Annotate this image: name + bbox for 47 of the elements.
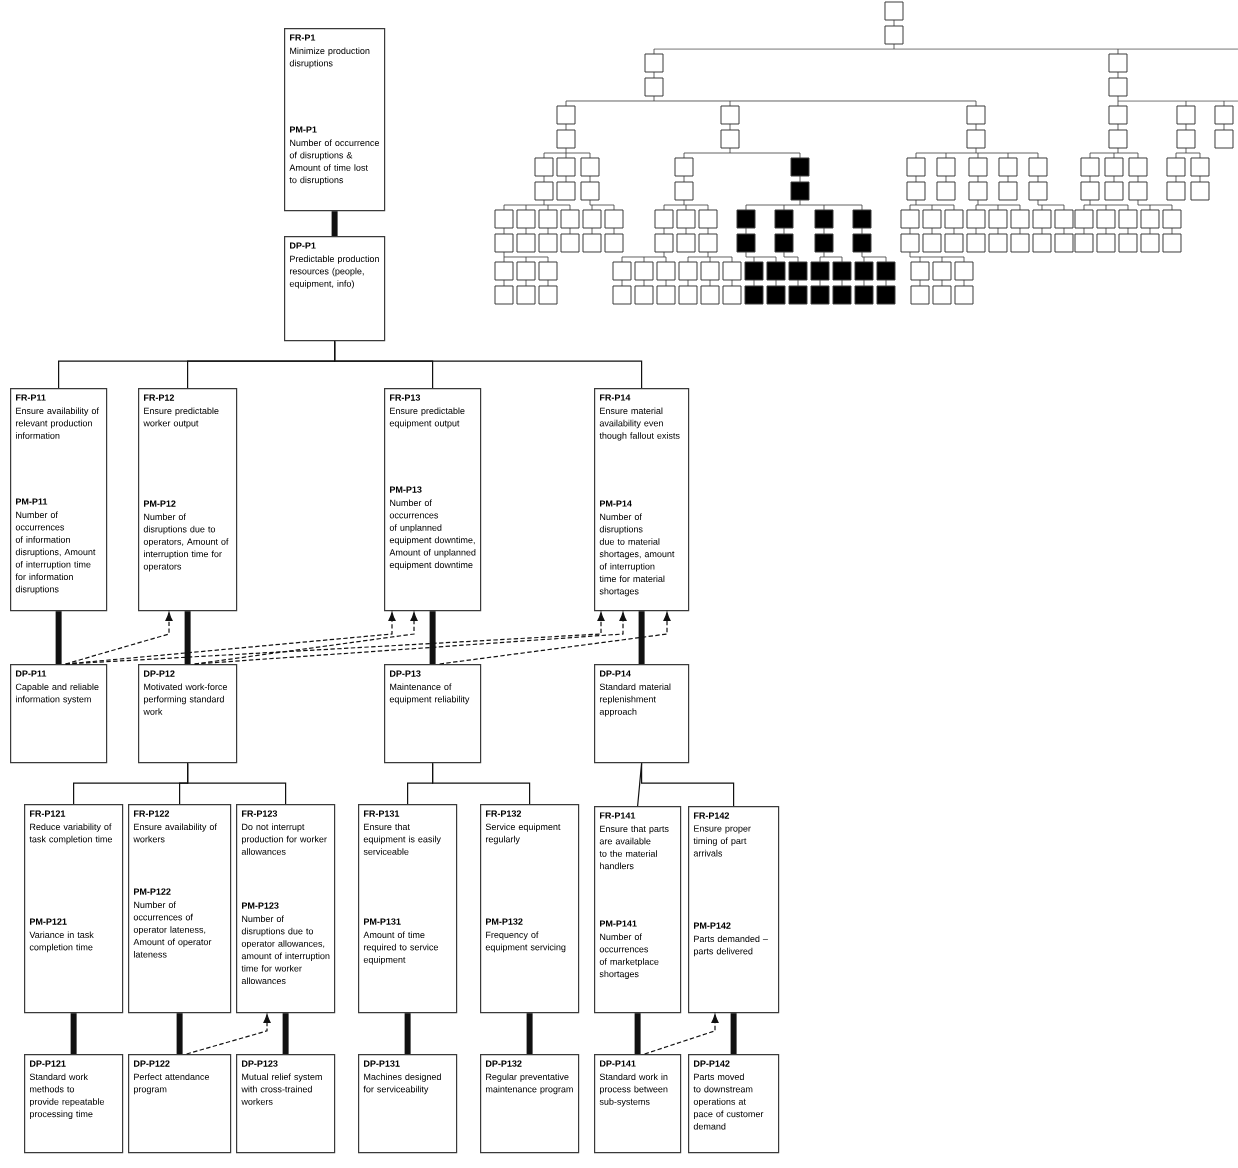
connector-line <box>176 1013 183 1054</box>
connector-line <box>184 611 191 664</box>
requirement-box <box>284 28 386 212</box>
dashed-arrow <box>644 1013 719 1055</box>
parameter-box <box>594 664 690 764</box>
connector-line <box>187 762 287 805</box>
connector-line <box>526 1013 533 1054</box>
connector-line <box>637 762 643 807</box>
requirement-box <box>236 804 336 1014</box>
connector-line <box>55 611 62 664</box>
connector-line <box>638 611 645 664</box>
parameter-box <box>128 1054 232 1154</box>
parameter-box <box>480 1054 580 1154</box>
connector-line <box>641 762 735 807</box>
parameter-box <box>236 1054 336 1154</box>
connector-line <box>404 1013 411 1054</box>
requirement-box <box>128 804 232 1014</box>
dashed-arrow <box>439 611 671 665</box>
requirement-box <box>24 804 124 1014</box>
parameter-box <box>284 236 386 342</box>
dashed-arrow <box>65 611 173 665</box>
requirement-box <box>480 804 580 1014</box>
connector-line <box>730 1013 737 1054</box>
requirement-box <box>594 388 690 612</box>
requirement-box <box>358 804 458 1014</box>
connector-line <box>429 611 436 664</box>
requirement-box <box>384 388 482 612</box>
connector-line <box>331 211 338 236</box>
parameter-box <box>10 664 108 764</box>
parameter-box <box>384 664 482 764</box>
connector-line <box>70 1013 77 1054</box>
connector-line <box>282 1013 289 1054</box>
requirement-box <box>688 806 780 1014</box>
dashed-arrow <box>186 1013 271 1055</box>
parameter-box <box>594 1054 682 1154</box>
parameter-box <box>138 664 238 764</box>
requirement-box <box>10 388 108 612</box>
connector-line <box>334 340 643 389</box>
parameter-box <box>358 1054 458 1154</box>
connector-line <box>634 1013 641 1054</box>
connector-line <box>432 762 531 805</box>
requirement-box <box>138 388 238 612</box>
parameter-box <box>24 1054 124 1154</box>
dashed-arrow <box>65 611 605 665</box>
requirement-box <box>594 806 682 1014</box>
parameter-box <box>688 1054 780 1154</box>
dashed-arrow <box>194 611 627 665</box>
